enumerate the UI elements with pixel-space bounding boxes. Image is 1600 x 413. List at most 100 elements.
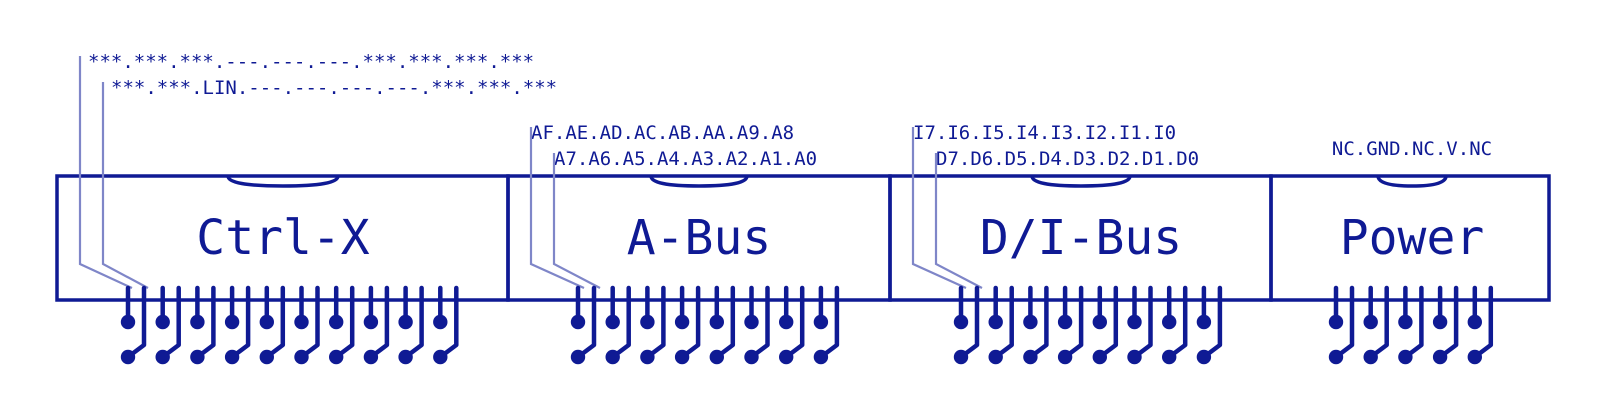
pin-pad-upper xyxy=(1398,314,1413,330)
pin-pair xyxy=(1057,285,1084,365)
pin-pad-lower xyxy=(1467,349,1483,365)
pin-pad-lower xyxy=(779,349,794,365)
pin-pad-lower xyxy=(1092,349,1108,365)
pin-pad-lower xyxy=(1328,349,1344,365)
pin-pair xyxy=(1092,285,1119,365)
pin-pad-upper xyxy=(744,314,759,330)
pin-pad-lower xyxy=(120,349,136,365)
pin-pair xyxy=(1398,285,1424,365)
pin-pair xyxy=(674,285,701,365)
connector-notch xyxy=(226,175,340,188)
pin-pair xyxy=(433,285,459,365)
pin-header xyxy=(570,285,840,365)
top-row-signal-labels: NC.GND.NC.V.NC xyxy=(1332,138,1492,160)
pin-pad-lower xyxy=(433,349,448,365)
pin-pad-upper xyxy=(988,314,1003,330)
connector-ctrl-x: Ctrl-X ***.***.***.---.---.---.***.***.*… xyxy=(55,51,557,365)
connector-power: Power NC.GND.NC.V.NC xyxy=(1269,138,1551,365)
top-row-signal-labels: I7.I6.I5.I4.I3.I2.I1.I0 xyxy=(913,122,1176,144)
connector-notch xyxy=(1030,175,1132,188)
pin-pair xyxy=(1432,285,1459,365)
bottom-row-signal-labels: ***.***.LIN.---.---.---.---.***.***.*** xyxy=(111,77,557,99)
pin-pad-lower xyxy=(398,349,413,365)
leader-line-bottom-row xyxy=(552,153,601,289)
pin-pad-upper xyxy=(433,314,448,330)
pin-pad-lower xyxy=(674,349,690,365)
pin-pair xyxy=(640,285,666,365)
leader-line-top-row xyxy=(911,127,967,290)
pin-pad-lower xyxy=(953,349,969,365)
pin-pad-upper xyxy=(1023,314,1038,330)
pin-pair xyxy=(779,285,805,365)
pin-pair xyxy=(120,285,147,365)
leader-line-bottom-row xyxy=(101,82,149,289)
pin-pad-upper xyxy=(605,314,620,330)
pin-pad-lower xyxy=(813,349,829,365)
connector-title: D/I-Bus xyxy=(980,210,1182,266)
pin-pair xyxy=(744,285,770,365)
pin-pad-upper xyxy=(1196,314,1212,330)
pin-pad-upper xyxy=(1127,314,1142,330)
pin-pad-upper xyxy=(329,314,344,330)
pin-pad-upper xyxy=(1432,314,1448,330)
pin-pad-upper xyxy=(779,314,794,330)
pin-pair xyxy=(398,285,424,365)
pin-pad-upper xyxy=(120,314,136,330)
pin-pad-upper xyxy=(709,314,724,330)
pin-pad-upper xyxy=(1363,314,1378,330)
pin-pad-upper xyxy=(813,314,829,330)
pin-pair xyxy=(1162,285,1188,365)
connector-notch xyxy=(649,175,749,188)
pin-pad-upper xyxy=(224,314,240,330)
pin-pad-upper xyxy=(1057,314,1073,330)
pin-pair xyxy=(813,285,840,365)
leader-line-top-row xyxy=(78,56,133,289)
pin-pad-upper xyxy=(190,314,205,330)
pin-pair xyxy=(363,285,390,365)
pin-pair xyxy=(1023,285,1049,365)
connector-title: A-Bus xyxy=(627,210,772,266)
pin-pad-lower xyxy=(190,349,205,365)
pin-pad-lower xyxy=(1196,349,1212,365)
pin-pad-lower xyxy=(1127,349,1142,365)
pin-pair xyxy=(259,285,286,365)
pin-pad-upper xyxy=(1092,314,1108,330)
pin-pad-lower xyxy=(155,349,170,365)
pin-pair xyxy=(1196,285,1223,365)
label-leaders xyxy=(78,56,149,289)
pin-pair xyxy=(190,285,216,365)
leader-line-top-row xyxy=(529,127,585,290)
pin-pad-upper xyxy=(294,314,309,330)
pin-pair xyxy=(294,285,320,365)
pin-pad-upper xyxy=(155,314,170,330)
pin-pair xyxy=(329,285,355,365)
pin-header xyxy=(953,285,1223,365)
pin-pad-lower xyxy=(329,349,344,365)
pin-pad-lower xyxy=(640,349,655,365)
pin-pad-lower xyxy=(570,349,586,365)
connector-a-bus: A-Bus AF.AE.AD.AC.AB.AA.A9.A8 A7.A6.A5.A… xyxy=(506,122,892,365)
pin-pad-lower xyxy=(294,349,309,365)
pin-pair xyxy=(1363,285,1389,365)
connector-notch xyxy=(1376,175,1448,188)
pin-pad-lower xyxy=(1162,349,1177,365)
pin-pair xyxy=(988,285,1014,365)
bottom-row-signal-labels: A7.A6.A5.A4.A3.A2.A1.A0 xyxy=(554,148,817,170)
connector-title: Ctrl-X xyxy=(196,210,369,266)
pin-header xyxy=(120,285,459,365)
pin-pair xyxy=(953,285,980,365)
pin-pad-upper xyxy=(570,314,586,330)
pin-pad-lower xyxy=(1398,349,1413,365)
pin-pad-lower xyxy=(1432,349,1448,365)
pin-pair xyxy=(1467,285,1494,365)
pin-pad-upper xyxy=(1328,314,1344,330)
pin-pad-upper xyxy=(363,314,379,330)
pin-pair xyxy=(605,285,631,365)
pin-header xyxy=(1328,285,1494,365)
pin-pad-lower xyxy=(988,349,1003,365)
pin-pair xyxy=(155,285,181,365)
pin-pair xyxy=(1127,285,1153,365)
pin-pad-upper xyxy=(398,314,413,330)
label-leaders xyxy=(529,127,601,290)
top-row-signal-labels: AF.AE.AD.AC.AB.AA.A9.A8 xyxy=(531,122,794,144)
